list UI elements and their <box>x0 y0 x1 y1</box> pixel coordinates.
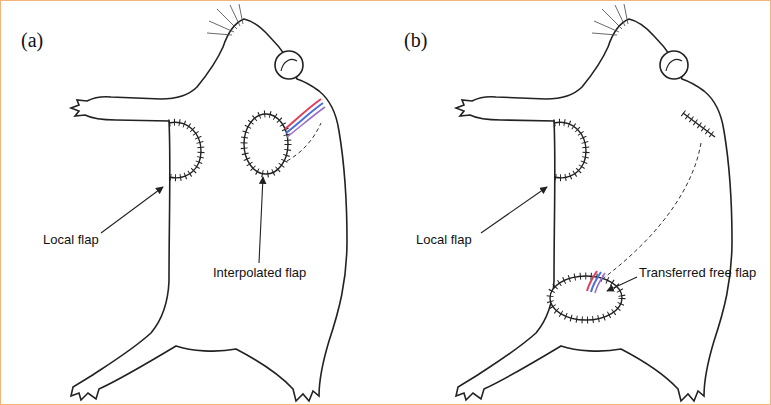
flap-label: Local flap <box>43 232 99 247</box>
flap-label: Local flap <box>416 232 472 247</box>
flap-label: Transferred free flap <box>639 265 756 280</box>
flap-label: Interpolated flap <box>213 265 306 280</box>
panel-label: (b) <box>404 29 427 51</box>
panel-label: (a) <box>21 29 43 51</box>
